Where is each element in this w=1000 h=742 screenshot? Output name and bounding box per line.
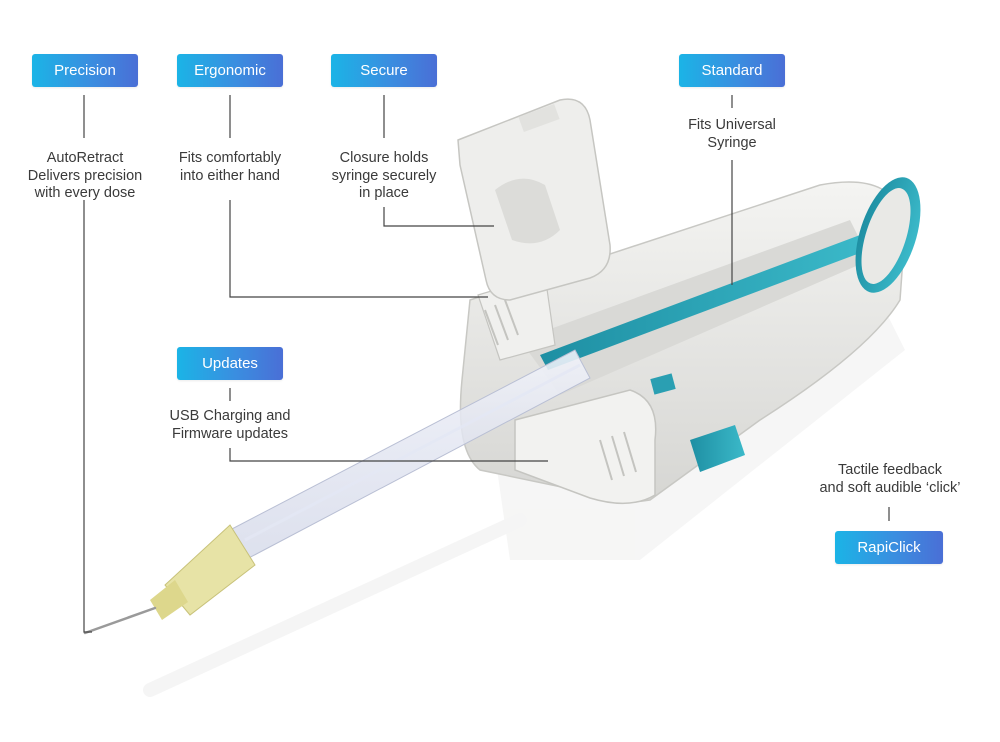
standard-tag: Standard xyxy=(679,54,785,87)
closure-lid xyxy=(457,98,611,301)
rapiclick-description: Tactile feedback and soft audible ‘click… xyxy=(819,462,961,496)
device-body xyxy=(459,177,921,505)
rapiclick-tag: RapiClick xyxy=(835,531,943,564)
standard-description: Fits Universal Syringe xyxy=(688,117,776,151)
secure-tag: Secure xyxy=(331,54,437,87)
precision-description: AutoRetract Delivers precision with ever… xyxy=(27,150,143,201)
ergonomic-description: Fits comfortably into either hand xyxy=(178,150,282,184)
precision-tag: Precision xyxy=(32,54,138,87)
leader-ergonomic xyxy=(229,200,488,298)
syringe xyxy=(83,349,591,635)
leader-precision xyxy=(83,200,92,633)
ergonomic-tag: Ergonomic xyxy=(177,54,283,87)
leader-secure xyxy=(383,207,494,227)
updates-tag: Updates xyxy=(177,347,283,380)
secure-description: Closure holds syringe securely in place xyxy=(331,150,437,201)
leader-updates xyxy=(229,448,548,462)
updates-description: USB Charging and Firmware updates xyxy=(169,408,291,442)
